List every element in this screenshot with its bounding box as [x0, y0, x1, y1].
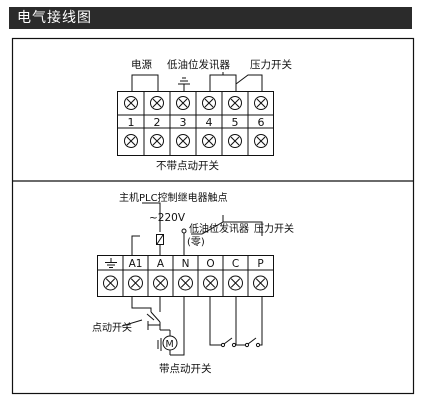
terminal-screw-7 [253, 275, 268, 291]
terminal-label-C: C [232, 258, 239, 270]
terminal-screw-bottom-4 [202, 134, 216, 148]
terminal-number-4: 4 [206, 116, 213, 129]
terminal-number-2: 2 [154, 116, 161, 129]
terminal-screw-5 [203, 275, 218, 291]
terminal-screw-top-2 [150, 96, 164, 110]
terminal-screw-bottom-3 [176, 134, 190, 148]
terminal-screw-top-5 [228, 96, 242, 110]
label-low-oil-sender: 低油位发讯器 [189, 222, 249, 235]
label-neutral: (零) [187, 236, 205, 248]
terminal-screw-top-3 [176, 96, 190, 110]
terminal-number-5: 5 [232, 116, 239, 129]
terminal-number-6: 6 [258, 116, 265, 129]
top-caption: 不带点动开关 [156, 159, 219, 172]
terminal-screw-bottom-1 [124, 134, 138, 148]
terminal-number-3: 3 [180, 116, 187, 129]
terminal-label-A1: A1 [129, 258, 143, 270]
motor-symbol: M [166, 339, 174, 350]
terminal-screw-2 [128, 275, 143, 291]
terminal-label-O: O [206, 258, 214, 270]
terminal-screw-3 [153, 275, 168, 291]
label-plc-relay-contact: 主机PLC控制继电器触点 [119, 191, 228, 204]
terminal-label-A: A [157, 258, 165, 270]
terminal-screw-bottom-5 [228, 134, 242, 148]
terminal-screw-top-6 [254, 96, 268, 110]
terminal-number-1: 1 [128, 116, 135, 129]
terminal-screw-6 [228, 275, 243, 291]
label-jog-switch: 点动开关 [92, 321, 132, 334]
header-bar: 电气接线图 [9, 7, 412, 29]
terminal-label-P: P [257, 258, 263, 270]
terminal-screw-top-4 [202, 96, 216, 110]
terminal-screw-1 [103, 275, 118, 291]
label-pressure-switch: 压力开关 [254, 222, 294, 235]
terminal-label-N: N [182, 258, 190, 270]
label-power: 电源 [131, 58, 152, 71]
label-low-oil-sender: 低油位发讯器 [167, 58, 230, 71]
label-pressure-switch: 压力开关 [250, 58, 292, 71]
bottom-caption: 带点动开关 [159, 362, 212, 375]
terminal-screw-bottom-6 [254, 134, 268, 148]
page-title: 电气接线图 [17, 10, 92, 26]
terminal-screw-bottom-2 [150, 134, 164, 148]
label-voltage: ~220V [149, 212, 186, 224]
terminal-screw-top-1 [124, 96, 138, 110]
terminal-screw-4 [178, 275, 193, 291]
